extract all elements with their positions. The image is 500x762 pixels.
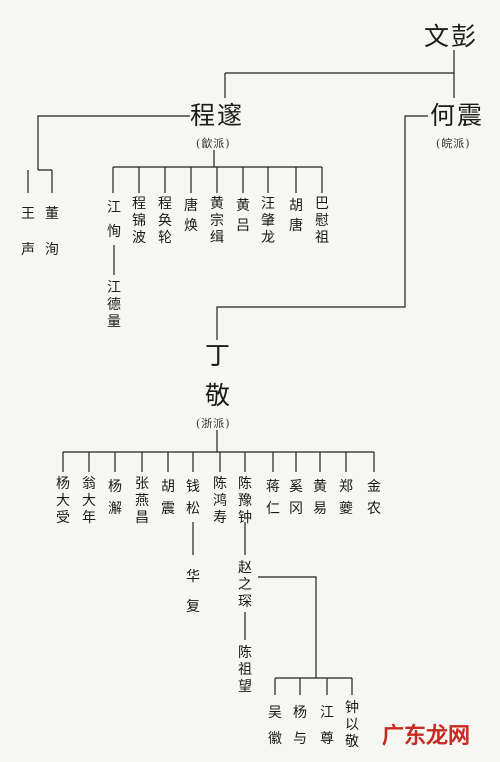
site-watermark: 广东龙网	[381, 724, 470, 749]
node-tang-huan: 唐焕	[184, 198, 198, 234]
node-hu-zhen: 胡震	[161, 479, 175, 517]
node-wang-sheng: 王声	[21, 206, 35, 258]
node-jiang-xun: 江恂	[107, 200, 121, 240]
school-label-she: (歙派)	[196, 137, 231, 150]
node-yang-xie: 杨澥	[108, 479, 122, 517]
node-cheng-jinbo: 程锦波	[132, 196, 146, 246]
node-jiang-deliang: 江德量	[107, 280, 121, 330]
node-wu-hui: 吴徽	[268, 705, 282, 747]
node-huang-yi: 黄易	[313, 479, 327, 517]
school-label-wan: (皖派)	[436, 137, 471, 150]
node-zhong-yijing: 钟以敬	[345, 700, 359, 750]
node-hu-tang: 胡唐	[289, 198, 303, 234]
node-huang-zongqi: 黄宗缉	[210, 196, 224, 246]
node-yang-yu: 杨与	[293, 705, 307, 747]
node-yang-dashou: 杨大受	[56, 476, 70, 526]
node-dong-xun: 董洵	[45, 206, 59, 258]
node-weng-danian: 翁大年	[82, 476, 96, 526]
node-jin-nong: 金农	[367, 479, 381, 517]
node-zhang-yanchang: 张燕昌	[135, 476, 149, 526]
node-hua-fu: 华复	[186, 569, 200, 615]
school-label-zhe: (浙派)	[196, 417, 231, 430]
node-ding-jing-char2: 敬	[205, 381, 233, 410]
node-wang-zhaolong: 汪肇龙	[261, 196, 275, 246]
node-ba-weizu: 巴慰祖	[315, 196, 329, 246]
node-cheng-huilun: 程奂轮	[158, 196, 172, 246]
node-zhao-zhichen: 赵之琛	[238, 560, 252, 610]
node-xi-gang: 奚冈	[289, 479, 303, 517]
node-jiang-ren: 蒋仁	[266, 479, 280, 517]
node-he-zhen: 何震	[430, 101, 485, 130]
node-chen-yuzhong: 陈豫钟	[238, 476, 252, 526]
node-jiang-zun: 江尊	[320, 705, 334, 747]
node-wen-peng: 文彭	[424, 22, 479, 51]
node-chen-zuwang: 陈祖望	[238, 645, 252, 695]
node-qian-song: 钱松	[186, 479, 200, 517]
node-zheng-kui: 郑夔	[339, 479, 353, 517]
node-cheng-sui: 程邃	[190, 101, 245, 130]
node-huang-lv: 黄吕	[236, 198, 250, 234]
node-ding-jing-char1: 丁	[205, 341, 233, 370]
node-chen-hongshou: 陈鸿寿	[213, 476, 227, 526]
